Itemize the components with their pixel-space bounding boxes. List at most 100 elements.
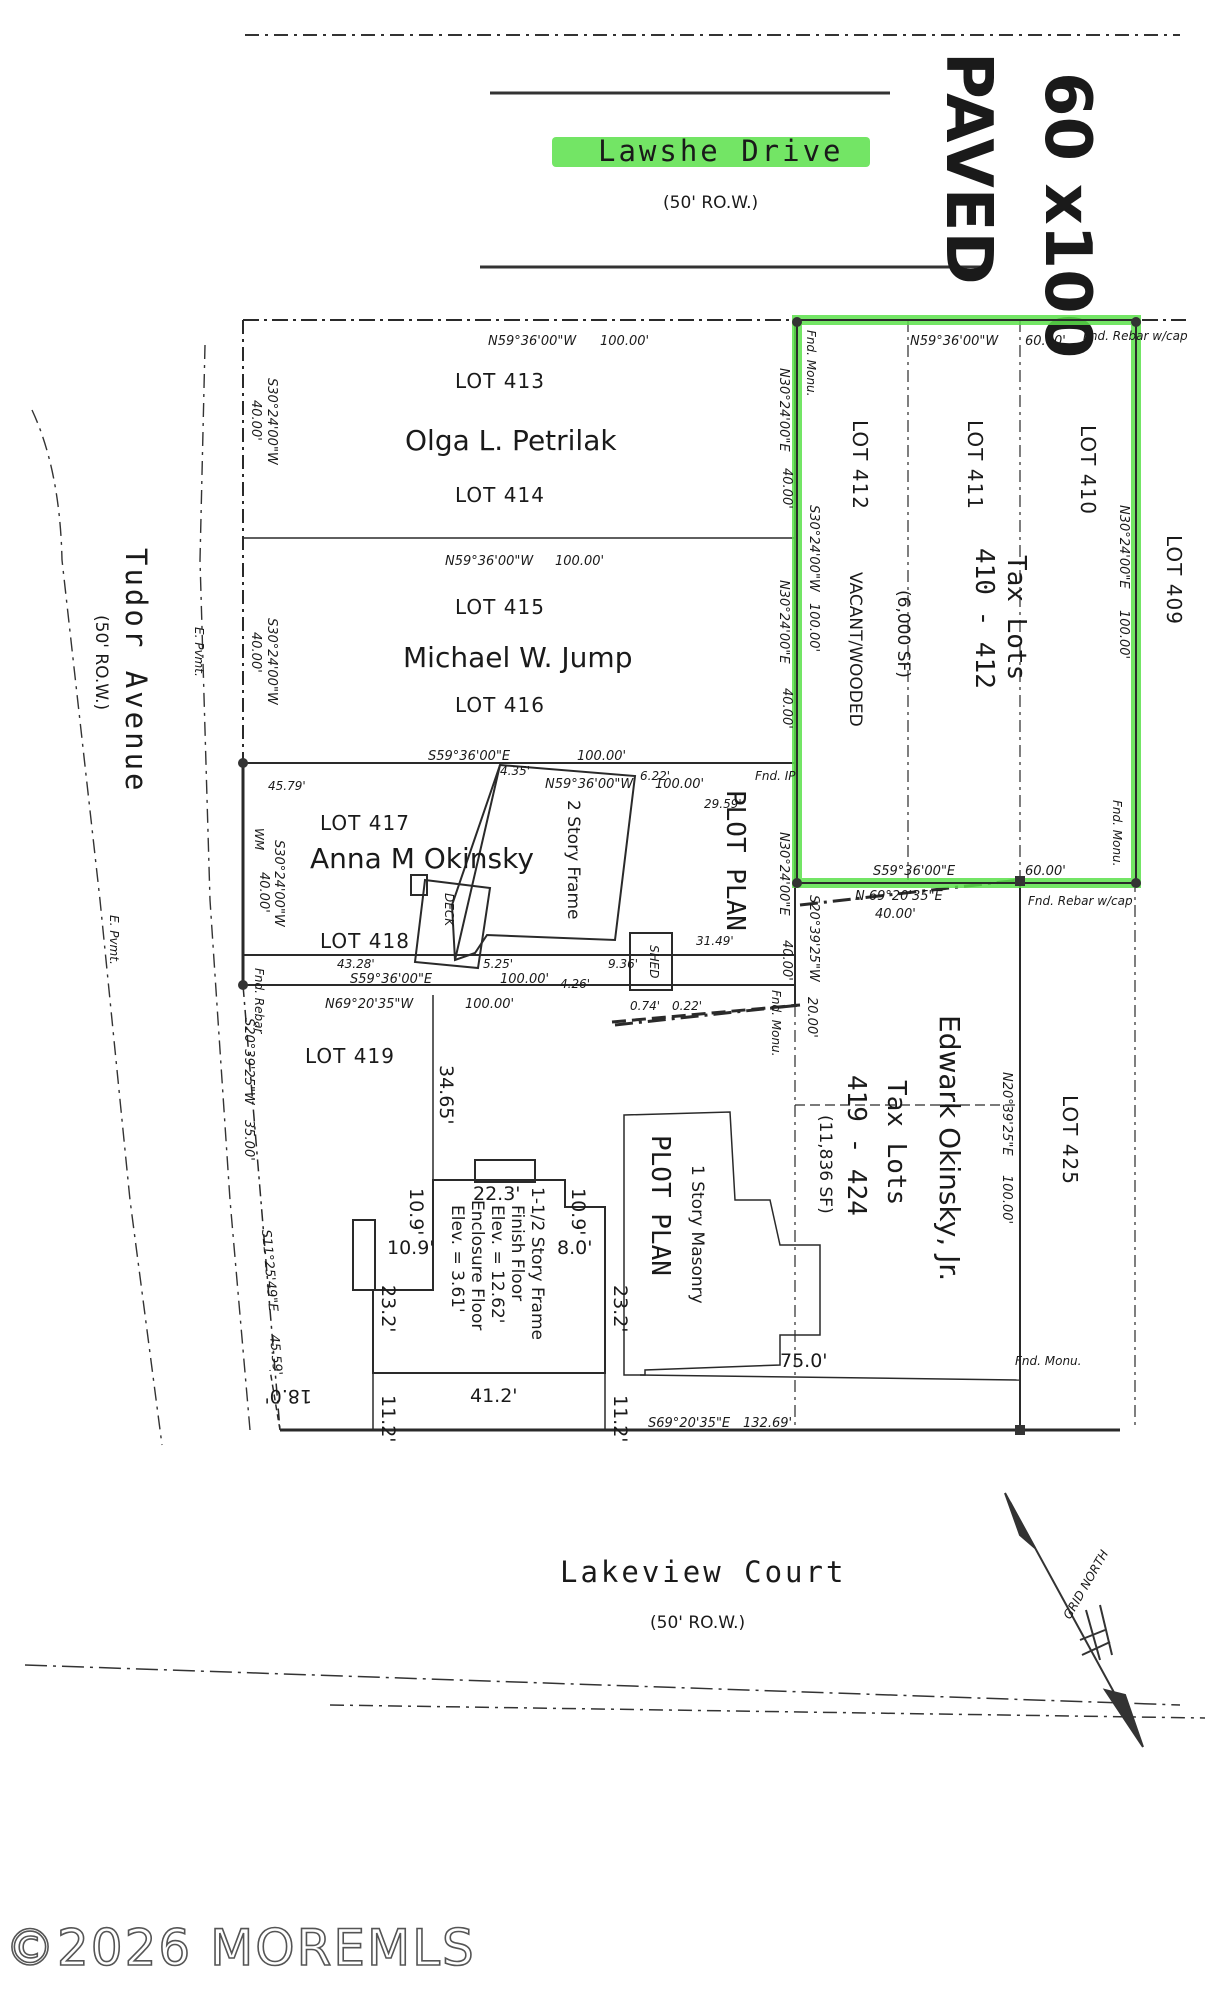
tudor-road-edges <box>31 344 251 1446</box>
plot-plan-label-lower: PLOT PLAN <box>645 1135 675 1276</box>
bearing-v8d: 40.00' <box>779 940 794 981</box>
house-note-3: Elev. = 12.62' <box>487 1205 507 1323</box>
lot-416-label: LOT 416 <box>455 693 545 717</box>
bearing-b4: S59°36'00"E <box>428 749 511 764</box>
okinsky-house-footprint <box>410 763 801 1024</box>
bearing-b3: N59°36'00"W <box>445 554 534 569</box>
masonry-label: 1 Story Masonry <box>687 1165 707 1304</box>
owner-jump: Michael W. Jump <box>403 641 632 674</box>
fnd-monu-right: Fnd. Monu. <box>1110 800 1124 866</box>
bearing-b7d: 40.00' <box>875 907 916 922</box>
okinsky-jr-title: Tax Lots <box>881 1080 911 1205</box>
bearing-b1d: 100.00' <box>600 334 649 349</box>
lawshe-drive-label: Lawshe Drive <box>598 134 844 168</box>
dim-d1: 45.79' <box>268 779 306 793</box>
dim-d7: 4.26' <box>560 977 590 991</box>
dim-d10: 0.74' <box>630 999 660 1013</box>
house-note-4: Enclosure Floor <box>467 1200 487 1330</box>
owner-okinsky-jr: Edwark Okinsky, Jr. <box>933 1015 966 1281</box>
dim-d24: 75.0' <box>780 1350 828 1372</box>
bearing-v9: S20°39'25"W <box>806 895 821 983</box>
shed-label: SHED <box>647 945 661 978</box>
bearing-v12d: 45.59' <box>266 1334 284 1376</box>
dim-d5: 43.28' <box>337 957 375 971</box>
bearing-b8d: 100.00' <box>500 972 549 987</box>
bearing-b9d: 100.00' <box>465 997 514 1012</box>
dim-d15: 10.9' <box>387 1237 435 1259</box>
lot-415-label: LOT 415 <box>455 595 545 619</box>
bearing-v3: S30°24'00"W <box>806 505 821 593</box>
bearing-v7d: 40.00' <box>256 872 271 913</box>
bearing-b10d: 132.69' <box>743 1416 792 1431</box>
okinsky-jr-area: (11,836 SF) <box>815 1115 835 1214</box>
bearing-v8: N30°24'00"E <box>776 832 791 916</box>
north-arrow <box>1004 1492 1144 1748</box>
dim-d17: 8.0' <box>557 1237 592 1259</box>
subject-title: Tax Lots <box>1001 555 1031 680</box>
street-bottom <box>24 1664 1206 1719</box>
monument-labels: Fnd. Monu. Fnd. Rebar w/cap Fnd. Monu. F… <box>107 329 1188 1368</box>
dim-d19: 23.2' <box>609 1285 631 1333</box>
bearing-v12: S11°25'49"E <box>258 1229 280 1313</box>
dimension-lines <box>372 995 1021 1430</box>
fnd-rebar-top: Fnd. Rebar w/cap <box>1083 329 1188 343</box>
bearing-b4d: 100.00' <box>577 749 626 764</box>
street-top <box>245 34 1180 269</box>
fnd-monu-mid: Fnd. Monu. <box>769 990 783 1056</box>
bearing-v3d: 100.00' <box>806 603 821 652</box>
fnd-rebar-left: Fnd. Rebar <box>252 968 266 1034</box>
dim-d8: 9.36' <box>608 957 638 971</box>
bearing-v4d: 100.00' <box>1116 610 1131 659</box>
lawshe-row-label: (50' RO.W.) <box>663 193 758 213</box>
lot-413-label: LOT 413 <box>455 369 545 393</box>
bearing-v6d: 40.00' <box>779 688 794 729</box>
dim-d22: 11.2' <box>609 1395 631 1443</box>
bearing-b2d: 60.00' <box>1025 334 1066 349</box>
dim-d21: 11.2' <box>377 1395 399 1443</box>
bearing-v1d: 40.00' <box>248 400 263 441</box>
lot-412-label: LOT 412 <box>848 420 872 510</box>
bearing-b6: S59°36'00"E <box>873 864 956 879</box>
bearing-b6d: 60.00' <box>1025 864 1066 879</box>
subject-area: (6,000 SF) <box>893 590 913 678</box>
fnd-rebar-cap-mid: Fnd. Rebar w/cap <box>1028 894 1133 908</box>
bearing-b1: N59°36'00"W <box>488 334 577 349</box>
dim-d9: 31.49' <box>696 934 734 948</box>
bearing-labels: N59°36'00"W 100.00' N59°36'00"W 60.00' N… <box>325 334 1066 1431</box>
bearing-v7: S30°24'00"W <box>271 840 286 928</box>
lot-419-label: LOT 419 <box>305 1044 395 1068</box>
dim-d23: 18.0' <box>264 1385 312 1407</box>
deck-label: DECK <box>442 893 456 927</box>
lot-417-label: LOT 417 <box>320 811 410 835</box>
bearing-b3d: 100.00' <box>555 554 604 569</box>
dim-d20: 41.2' <box>470 1385 518 1407</box>
lot-409-label: LOT 409 <box>1162 535 1186 625</box>
bearing-v4: N30°24'00"E <box>1116 505 1131 589</box>
bearing-v10: S20°39'25"W <box>241 1018 256 1106</box>
lakeview-court-label: Lakeview Court <box>560 1555 846 1589</box>
subject-lots: 410 - 412 <box>969 548 999 689</box>
bearing-v5d: 40.00' <box>248 632 263 673</box>
lot-414-label: LOT 414 <box>455 483 545 507</box>
dim-d16: 10.9' <box>567 1188 589 1236</box>
owner-petrilak: Olga L. Petrilak <box>405 424 617 457</box>
fnd-ip-label: Fnd. IP <box>755 769 796 783</box>
dim-d18: 23.2' <box>377 1285 399 1333</box>
bearing-b2: N59°36'00"W <box>910 334 999 349</box>
plot-plan-label-upper: PLOT PLAN <box>720 790 750 931</box>
house-note-1: 1-1/2 Story Frame <box>527 1187 547 1340</box>
bearing-b10: S69°20'35"E <box>648 1416 731 1431</box>
dim-d12: 34.65' <box>435 1065 457 1125</box>
lawshe-highlight <box>552 137 870 167</box>
bearing-v1: S30°24'00"W <box>264 378 279 466</box>
bearing-b9: N69°20'35"W <box>325 997 414 1012</box>
bearing-v5: S30°24'00"W <box>264 618 279 706</box>
subject-size-label: 60 x100 <box>1030 72 1104 358</box>
subject-parcel-outline <box>796 319 1137 884</box>
bearing-v9d: 20.00' <box>804 997 819 1038</box>
e-pvmt-upper: E. Pvmt. <box>192 627 206 677</box>
paved-label: PAVED <box>931 52 1005 285</box>
e-pvmt-lower: E. Pvmt. <box>107 915 121 965</box>
dim-d3: 6.22' <box>640 769 670 783</box>
